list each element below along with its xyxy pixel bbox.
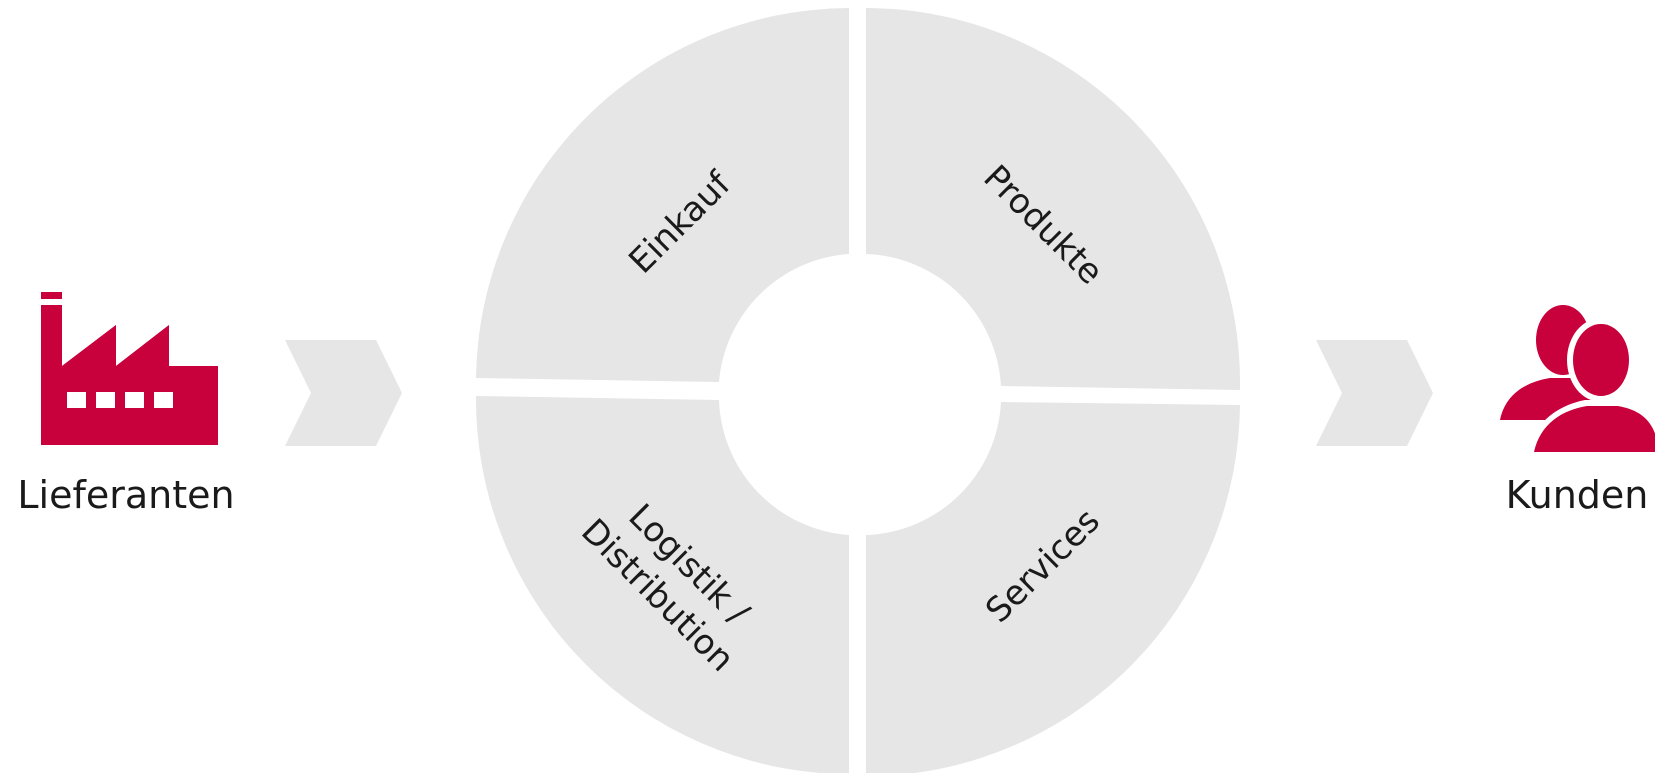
right-chevron-arrow — [1316, 340, 1433, 446]
segment-einkauf — [476, 8, 849, 382]
segment-logistik — [475, 396, 849, 773]
process-ring — [475, 8, 1241, 773]
customers-icon — [1500, 305, 1655, 452]
factory-icon — [41, 292, 218, 445]
left-chevron-arrow — [285, 340, 402, 446]
supplier-label: Lieferanten — [17, 473, 234, 517]
segment-produkte — [866, 8, 1241, 390]
customer-label: Kunden — [1506, 473, 1649, 517]
segment-services — [866, 402, 1240, 773]
